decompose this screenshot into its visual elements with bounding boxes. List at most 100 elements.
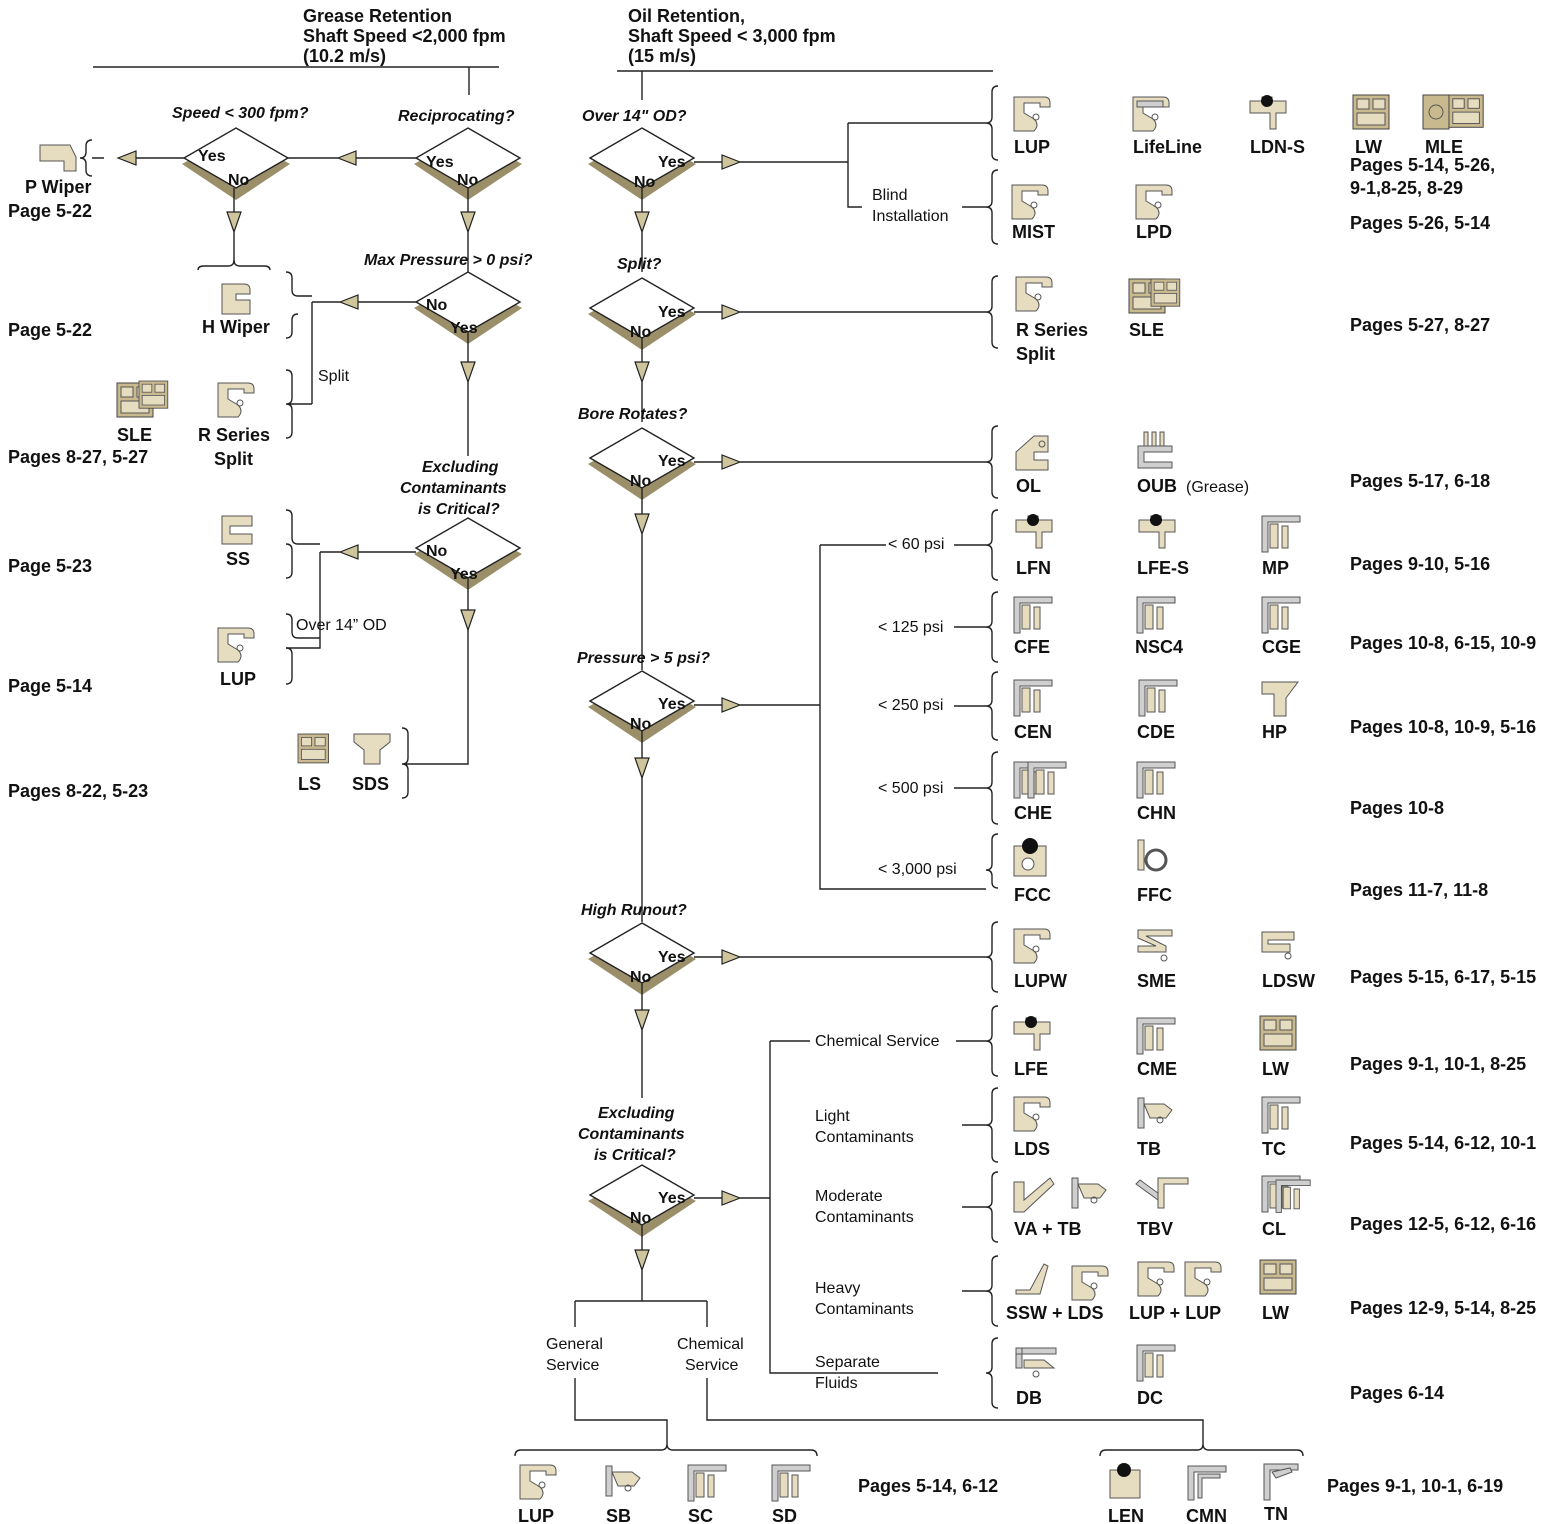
question-pressure-5: Pressure > 5 psi? Yes No <box>577 650 710 743</box>
svg-text:Excluding: Excluding <box>422 459 499 476</box>
seal-che <box>1013 761 1067 799</box>
oil-header: Oil Retention, Shaft Speed < 3,000 fpm (… <box>617 6 993 100</box>
seal-lup-label: LUP <box>1014 137 1050 157</box>
seal-cge-label: CGE <box>1262 637 1301 657</box>
seal-fcc-label: FCC <box>1014 885 1051 905</box>
seal-tb-label: TB <box>1137 1139 1161 1159</box>
page-ss: Page 5-23 <box>8 556 92 576</box>
seal-tb-2 <box>1071 1177 1107 1209</box>
grease-header: Grease Retention Shaft Speed <2,000 fpm … <box>93 6 506 95</box>
page-p250: Pages 10-8, 10-9, 5-16 <box>1350 717 1536 737</box>
svg-text:Contaminants: Contaminants <box>578 1126 685 1143</box>
seal-ssw <box>1015 1263 1049 1295</box>
seal-va <box>1013 1177 1055 1213</box>
question-max-pressure: Max Pressure > 0 psi? No Yes <box>364 252 533 344</box>
seal-ldsw-label: LDSW <box>1262 971 1315 991</box>
seal-ffc-label: FFC <box>1137 885 1172 905</box>
seal-r-series-label-2: Split <box>1016 344 1055 364</box>
page-p125: Pages 10-8, 6-15, 10-9 <box>1350 633 1536 653</box>
seal-nsc4-label: NSC4 <box>1135 637 1183 657</box>
seal-cfe <box>1013 596 1053 634</box>
label-split-left: Split <box>318 368 350 385</box>
page-chem: Pages 9-1, 10-1, 8-25 <box>1350 1054 1526 1074</box>
seal-ffc <box>1137 839 1168 872</box>
seal-tbv-label: TBV <box>1137 1219 1173 1239</box>
svg-text:Split?: Split? <box>617 256 662 273</box>
seal-lds <box>1013 1096 1051 1132</box>
seal-mp <box>1261 515 1301 553</box>
seal-r-series-label-1: R Series <box>1016 320 1088 340</box>
seal-lfe-s-label: LFE-S <box>1137 558 1189 578</box>
svg-text:Contaminants: Contaminants <box>400 480 507 497</box>
seal-ol <box>1015 435 1049 471</box>
svg-text:No: No <box>630 1210 652 1227</box>
svg-text:Yes: Yes <box>658 453 686 470</box>
seal-lup-bottom <box>519 1464 557 1500</box>
seal-lw-2 <box>1259 1015 1297 1051</box>
seal-sle-label: SLE <box>1129 320 1164 340</box>
svg-text:Yes: Yes <box>198 148 226 165</box>
svg-text:No: No <box>426 297 448 314</box>
seal-cde-label: CDE <box>1137 722 1175 742</box>
question-high-runout: High Runout? Yes No <box>581 902 696 995</box>
page-split: Pages 5-27, 8-27 <box>1350 315 1490 335</box>
seal-sle-left-label: SLE <box>117 425 152 445</box>
svg-text:Yes: Yes <box>450 566 478 583</box>
seal-ss: SS <box>221 515 253 569</box>
svg-text:No: No <box>426 543 448 560</box>
seal-sds: SDS <box>352 733 391 794</box>
seal-len <box>1109 1463 1141 1499</box>
svg-text:Shaft Speed < 3,000 fpm: Shaft Speed < 3,000 fpm <box>628 26 836 46</box>
seal-p-wiper: P Wiper <box>25 144 92 197</box>
label-grease-note: (Grease) <box>1186 479 1249 496</box>
seal-sc <box>687 1464 727 1502</box>
question-speed-300: Speed < 300 fpm? Yes No <box>172 105 309 200</box>
question-split: Split? Yes No <box>588 256 696 350</box>
page-sle-left: Pages 8-27, 5-27 <box>8 447 148 467</box>
page-heavy: Pages 12-9, 5-14, 8-25 <box>1350 1298 1536 1318</box>
seal-lupw <box>1013 928 1051 964</box>
page-hwiper: Page 5-22 <box>8 320 92 340</box>
label-chemical-2: Service <box>685 1357 738 1374</box>
label-moderate-2: Contaminants <box>815 1209 914 1226</box>
label-blind-2: Installation <box>872 208 949 225</box>
seal-lifeline-label: LifeLine <box>1133 137 1202 157</box>
seal-sc-label: SC <box>688 1506 713 1524</box>
svg-text:Over 14" OD?: Over 14" OD? <box>582 108 687 125</box>
svg-text:Yes: Yes <box>450 320 478 337</box>
label-p125: < 125 psi <box>878 619 943 636</box>
page-bore: Pages 5-17, 6-18 <box>1350 471 1490 491</box>
label-chemical-1: Chemical <box>677 1336 744 1353</box>
svg-text:Pressure > 5 psi?: Pressure > 5 psi? <box>577 650 710 667</box>
svg-text:is Critical?: is Critical? <box>418 501 500 518</box>
label-general-1: General <box>546 1336 603 1353</box>
page-runout: Pages 5-15, 6-17, 5-15 <box>1350 967 1536 987</box>
label-p250: < 250 psi <box>878 697 943 714</box>
seal-lw-label: LW <box>1355 137 1382 157</box>
seal-cen-label: CEN <box>1014 722 1052 742</box>
svg-text:Yes: Yes <box>658 949 686 966</box>
seal-cfe-label: CFE <box>1014 637 1050 657</box>
page-pwiper: Page 5-22 <box>8 201 92 221</box>
seal-lup-left-label: LUP <box>220 669 256 689</box>
svg-text:Oil Retention,: Oil Retention, <box>628 6 745 26</box>
seal-db-label: DB <box>1016 1388 1042 1408</box>
seal-lup-pair-b <box>1184 1261 1222 1297</box>
seal-lds-2 <box>1071 1265 1109 1301</box>
seal-hp-label: HP <box>1262 722 1287 742</box>
seal-ol-label: OL <box>1016 476 1041 496</box>
seal-lfe-label: LFE <box>1014 1059 1048 1079</box>
seal-lup-left <box>217 627 255 663</box>
label-light-2: Contaminants <box>815 1129 914 1146</box>
label-blind-1: Blind <box>872 187 908 204</box>
seal-oub-label: OUB <box>1137 476 1177 496</box>
seal-lw-2-label: LW <box>1262 1059 1289 1079</box>
label-heavy-1: Heavy <box>815 1280 860 1297</box>
seal-cmn <box>1187 1465 1227 1501</box>
seal-sb-label: SB <box>606 1506 631 1524</box>
seal-sd <box>771 1464 811 1502</box>
svg-text:No: No <box>634 174 656 191</box>
seal-lifeline <box>1132 96 1170 132</box>
svg-text:Yes: Yes <box>658 304 686 321</box>
svg-text:No: No <box>630 473 652 490</box>
